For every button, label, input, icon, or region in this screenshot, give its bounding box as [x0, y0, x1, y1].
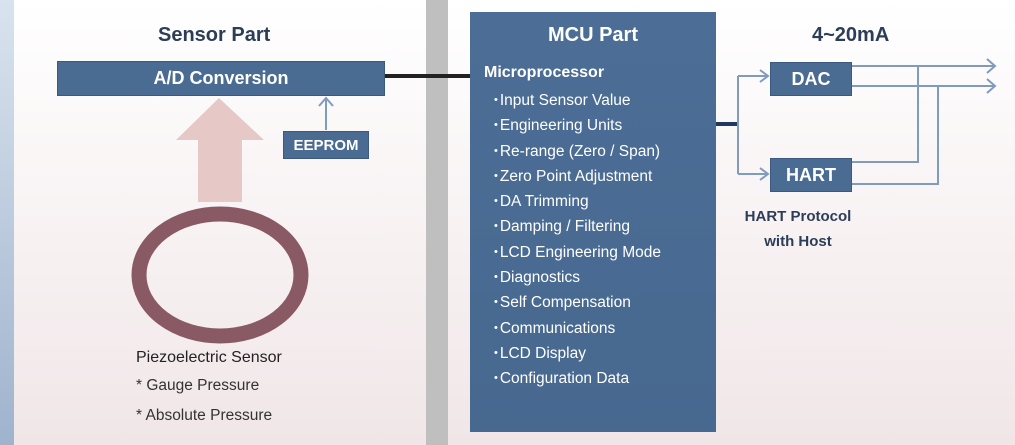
hart-note-line-1: HART Protocol: [744, 208, 852, 225]
dac-output-arrow-1: [986, 58, 997, 74]
mcu-box: MCU Part Microprocessor Input Sensor Val…: [470, 12, 716, 432]
absolute-pressure-note: * Absolute Pressure: [136, 407, 273, 424]
eeprom-box: EEPROM: [283, 131, 369, 159]
sensor-part-title: Sensor Part: [158, 24, 271, 46]
hart-note-line-2: with Host: [764, 233, 832, 250]
list-item: Input Sensor Value: [494, 88, 661, 113]
to-dac-arrow: [759, 69, 770, 83]
list-item: Self Compensation: [494, 290, 661, 315]
mcu-part-title: MCU Part: [547, 24, 638, 46]
list-item: DA Trimming: [494, 189, 661, 214]
hart-loop-2: [851, 86, 939, 185]
left-edge-strip: [0, 0, 14, 445]
hart-loop-1: [851, 66, 919, 163]
gauge-pressure-note: * Gauge Pressure: [136, 377, 260, 394]
list-item: Zero Point Adjustment: [494, 164, 661, 189]
list-item: LCD Engineering Mode: [494, 240, 661, 265]
sensor-up-arrow: [176, 98, 264, 202]
eeprom-arrow-head: [318, 96, 334, 107]
mcu-function-list: Input Sensor Value Engineering Units Re-…: [494, 88, 661, 392]
hart-protocol-note: HART Protocol with Host: [742, 204, 854, 254]
list-item: Engineering Units: [494, 113, 661, 138]
ad-conversion-box: A/D Conversion: [57, 61, 385, 96]
to-hart-arrow: [759, 167, 770, 181]
piezo-sensor-ring: [131, 206, 309, 344]
list-item: LCD Display: [494, 341, 661, 366]
list-item: Configuration Data: [494, 366, 661, 391]
list-item: Communications: [494, 316, 661, 341]
list-item: Diagnostics: [494, 265, 661, 290]
output-part-title: 4~20mA: [812, 24, 890, 46]
dac-output-arrow-2: [986, 78, 997, 94]
list-item: Damping / Filtering: [494, 214, 661, 239]
section-divider: [426, 0, 448, 445]
dac-box: DAC: [770, 62, 852, 96]
hart-box: HART: [770, 158, 852, 192]
microprocessor-label: Microprocessor: [484, 64, 605, 81]
list-item: Re-range (Zero / Span): [494, 139, 661, 164]
sensor-label: Piezoelectric Sensor: [136, 349, 282, 366]
